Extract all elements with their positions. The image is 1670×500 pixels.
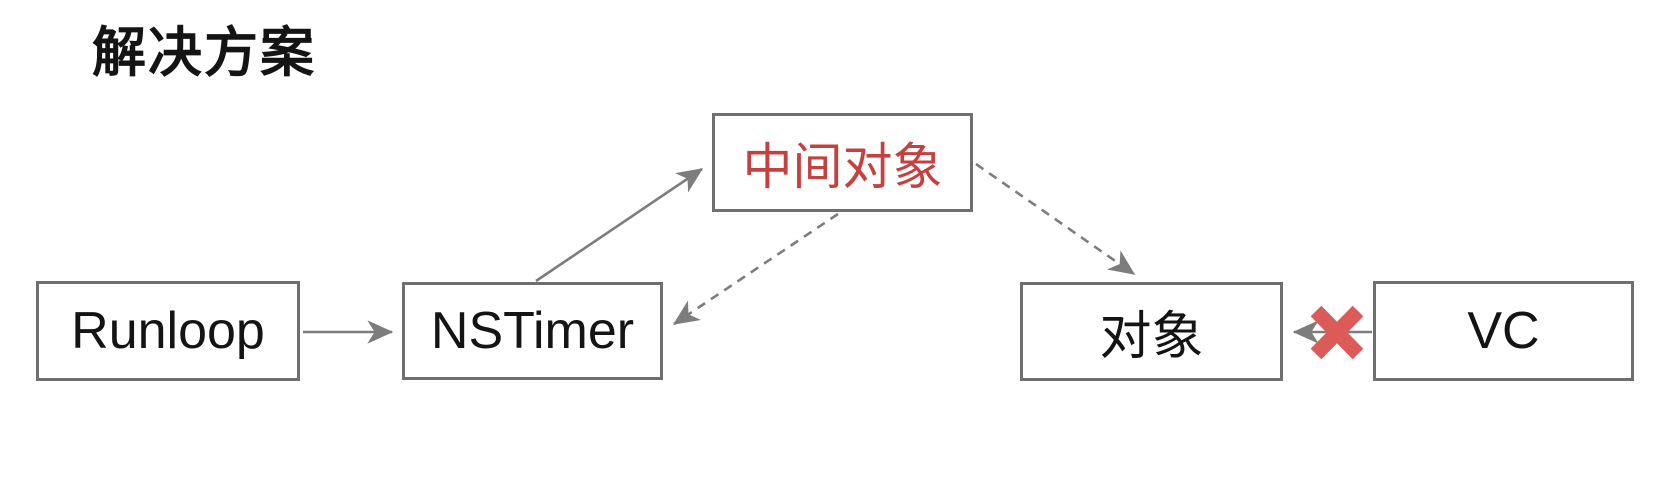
node-object: 对象 [1020, 282, 1283, 381]
node-intermediate-object-label: 中间对象 [742, 138, 943, 195]
node-vc-label: VC [1467, 302, 1540, 360]
page-title: 解决方案 [92, 23, 316, 83]
node-runloop-label: Runloop [71, 302, 265, 360]
node-object-label: 对象 [1099, 308, 1204, 366]
edge-intermediate-nstimer [672, 212, 839, 326]
edge-nstimer-intermediate [535, 167, 704, 283]
broken-reference-x-icon [1310, 305, 1364, 360]
edge-intermediate-object [975, 162, 1136, 276]
node-vc: VC [1373, 281, 1634, 381]
node-runloop: Runloop [36, 281, 300, 381]
node-nstimer-label: NSTimer [430, 302, 635, 360]
node-nstimer: NSTimer [402, 282, 663, 380]
node-intermediate-object: 中间对象 [712, 113, 973, 212]
